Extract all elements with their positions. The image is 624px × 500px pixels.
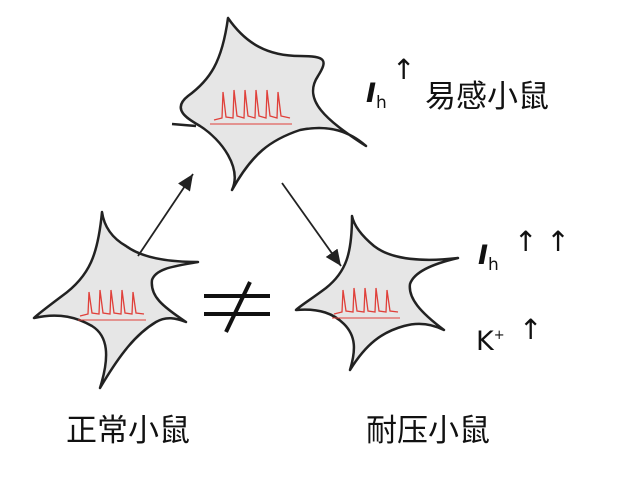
label-susceptible-mouse: 易感小鼠	[425, 79, 549, 115]
neuron-resilient	[294, 214, 460, 372]
arrow-susceptible-to-resilient	[281, 182, 342, 267]
arrow-normal-to-susceptible	[137, 173, 194, 257]
neuron-susceptible	[171, 16, 368, 192]
k-current-label: K+	[476, 326, 505, 357]
neuron-normal-body	[32, 210, 200, 390]
neuron-normal	[32, 210, 200, 390]
up-arrow-icon: ↑	[519, 313, 543, 346]
not-equal-symbol	[204, 281, 270, 333]
up-arrow-icon: ↑	[392, 53, 416, 86]
label-normal-mouse: 正常小鼠	[66, 413, 190, 449]
neuron-resilient-spikes	[333, 287, 399, 315]
label-resilient-mouse: 耐压小鼠	[366, 413, 490, 449]
double-up-arrow-icon: ↑ ↑	[514, 225, 570, 258]
neuron-normal-spikes	[79, 289, 145, 317]
neuron-susceptible-body	[179, 16, 368, 192]
ih-current-label-susceptible: Ih	[366, 78, 387, 113]
neuron-susceptible-spikes	[213, 89, 291, 121]
ih-current-label-resilient: Ih	[478, 240, 499, 275]
